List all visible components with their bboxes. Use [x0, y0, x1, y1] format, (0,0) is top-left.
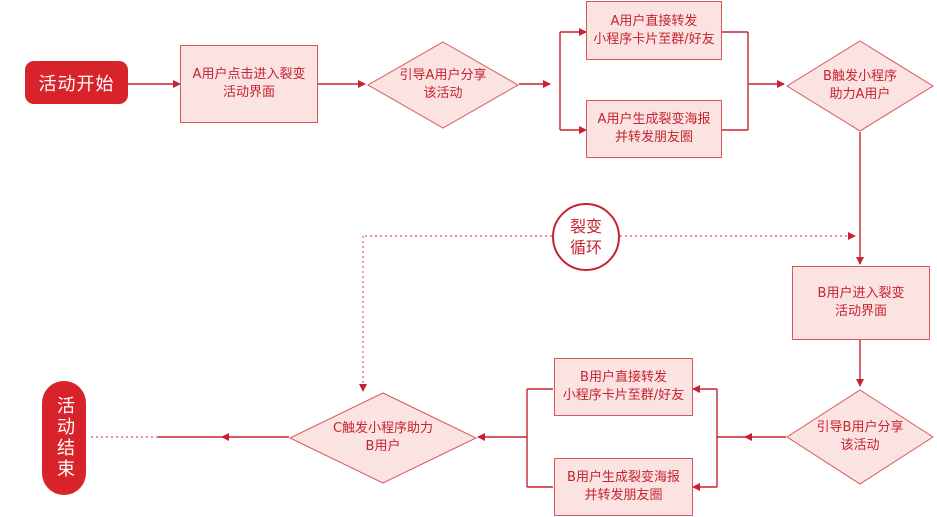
loop-label-line1: 裂变	[569, 217, 602, 236]
node-b-guide-line1: 引导B用户分享	[816, 420, 904, 435]
node-b-poster-line2: 并转发朋友圈	[584, 488, 663, 503]
node-b-share-card-line2: 小程序卡片至群/好友	[562, 388, 685, 403]
node-c-trigger: C触发小程序助力 B用户	[288, 392, 478, 484]
node-b-enter: B用户进入裂变 活动界面	[792, 266, 930, 340]
loop-arrowhead-right	[848, 232, 856, 240]
start-terminal: 活动开始	[25, 61, 128, 104]
node-b-trigger-line2: 助力A用户	[829, 87, 891, 102]
loop-arrowhead-down	[359, 384, 367, 392]
node-b-trigger-line1: B触发小程序	[823, 69, 897, 84]
node-a-share-card: A用户直接转发 小程序卡片至群/好友	[586, 1, 722, 60]
node-a-enter: A用户点击进入裂变 活动界面	[180, 45, 318, 123]
node-b-enter-line2: 活动界面	[834, 304, 887, 319]
start-label: 活动开始	[38, 73, 115, 95]
diamond-shape	[786, 389, 934, 485]
node-a-poster: A用户生成裂变海报 并转发朋友圈	[586, 100, 722, 158]
node-c-trigger-line2: B用户	[365, 439, 401, 454]
node-b-poster: B用户生成裂变海报 并转发朋友圈	[554, 458, 693, 516]
node-b-guide: 引导B用户分享 该活动	[786, 389, 934, 485]
node-c-trigger-line1: C触发小程序助力	[332, 421, 434, 436]
loop-label-line2: 循环	[569, 238, 602, 257]
node-a-guide-line2: 该活动	[423, 86, 463, 101]
node-b-enter-line1: B用户进入裂变	[817, 286, 905, 301]
node-a-guide-line1: 引导A用户分享	[399, 68, 487, 83]
node-a-enter-line2: 活动界面	[222, 85, 275, 100]
node-b-poster-line1: B用户生成裂变海报	[567, 470, 680, 485]
node-b-share-card: B用户直接转发 小程序卡片至群/好友	[554, 358, 693, 416]
node-b-guide-line2: 该活动	[840, 438, 880, 453]
node-a-enter-line1: A用户点击进入裂变	[192, 67, 306, 82]
node-a-poster-line1: A用户生成裂变海报	[597, 112, 711, 127]
node-b-trigger: B触发小程序 助力A用户	[786, 40, 934, 132]
node-a-share-card-line2: 小程序卡片至群/好友	[593, 31, 715, 47]
node-b-share-card-line1: B用户直接转发	[580, 370, 667, 385]
diamond-shape	[366, 41, 520, 129]
diamond-shape	[288, 392, 478, 484]
node-a-guide: 引导A用户分享 该活动	[366, 41, 520, 129]
diamond-shape	[786, 40, 934, 132]
loop-badge: 裂变 循环	[552, 203, 620, 271]
node-a-poster-line2: 并转发朋友圈	[614, 130, 693, 145]
end-label: 活动结束	[54, 396, 75, 480]
node-a-share-card-line1: A用户直接转发	[610, 13, 698, 29]
end-terminal: 活动结束	[42, 381, 86, 495]
